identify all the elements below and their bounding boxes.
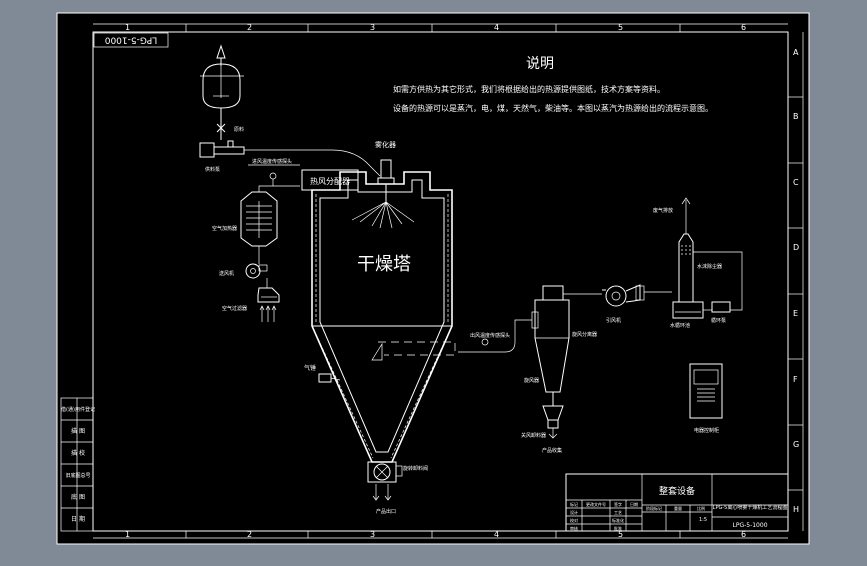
- row-letter: F: [793, 375, 798, 384]
- water-tank-label: 水循环池: [670, 322, 690, 329]
- role-cell: 工艺: [614, 510, 622, 515]
- header-cell: 日期: [630, 501, 638, 507]
- weight-label: 重量: [674, 505, 682, 511]
- role-cell: 批准: [614, 525, 622, 531]
- dryer-label: 干燥塔: [357, 254, 411, 275]
- left-strip-table: 借(通)用件登记 描 图 描 校 旧底图总号 底 图 日 期: [60, 397, 95, 532]
- air-filter: 空气过滤器: [222, 278, 280, 322]
- notes-line-2: 设备的热源可以是蒸汽，电，煤，天然气，柴油等。本图以蒸汽为热源给出的流程示意图。: [393, 103, 713, 113]
- role-cell: 设计: [570, 509, 578, 515]
- outer-frame: [56, 12, 810, 545]
- feed-label: 原料: [234, 126, 244, 133]
- header-cell: 签字: [614, 501, 622, 507]
- column-number: 6: [741, 23, 746, 32]
- exhaust-label: 废气排放: [653, 207, 673, 214]
- feed-pump-label: 供料泵: [205, 166, 220, 173]
- title-scale: 1:5: [699, 517, 707, 523]
- title-drawing-number: LPG-5-1000: [732, 522, 767, 529]
- sheet-background: [57, 13, 809, 544]
- column-number: 6: [741, 530, 746, 539]
- notes-title: 说明: [526, 56, 554, 72]
- role-cell: 标准化: [612, 517, 624, 523]
- induced-fan-label: 引风机: [606, 317, 621, 324]
- row-letter: H: [793, 505, 799, 514]
- pump-label: 循环泵: [711, 317, 726, 324]
- discharge-valve-label: 旋转卸料阀: [403, 465, 428, 472]
- column-number: 2: [247, 530, 252, 539]
- inlet-temp-sensor: 进风温度传感探头: [248, 158, 300, 186]
- control-cabinet-label: 电器控制柜: [694, 427, 719, 434]
- stage-label: 阶段标记: [646, 505, 662, 511]
- title-equipment: 整套设备: [659, 485, 695, 497]
- row-letter: G: [793, 440, 799, 449]
- row-letter: A: [793, 48, 799, 57]
- drawing-number-box: LPG-5-1000: [93, 32, 169, 48]
- product-out-label: 产品出口: [376, 508, 396, 515]
- column-number: 5: [618, 530, 623, 539]
- row-letter: B: [793, 112, 799, 121]
- discharger-label: 关风卸料器: [521, 432, 546, 439]
- title-block: 整套设备 LPG-5离心喷雾干燥机工艺流程图 LPG-5-1000 1:5 阶段…: [565, 473, 789, 532]
- header-cell: 标记: [570, 501, 578, 507]
- feed-pump: 供料泵: [199, 140, 381, 177]
- strip-label: 描 校: [71, 449, 85, 457]
- column-number: 1: [125, 23, 130, 32]
- strip-label: 旧底图总号: [65, 472, 90, 479]
- column-numbers-top: 1 2 3 4 5 6: [125, 23, 746, 32]
- column-number: 4: [494, 23, 499, 32]
- outlet-temp-sensor: 出风温度传感探头: [458, 319, 532, 353]
- strip-label: 日 期: [71, 515, 85, 523]
- inner-frame: [92, 31, 789, 532]
- column-numbers-bottom: 1 2 3 4 5 6: [125, 530, 746, 539]
- product-label: 产品收集: [542, 447, 562, 454]
- column-number: 4: [494, 530, 499, 539]
- feed-line: [244, 149, 381, 177]
- header-cell: 更改文件号: [586, 501, 606, 507]
- heater-label: 空气加热器: [212, 225, 237, 232]
- strip-label: 借(通)用件登记: [61, 406, 95, 413]
- role-cell: 校对: [570, 517, 578, 523]
- wet-scrubber: 废气排放 水沫除尘器 水循环池 循环泵: [653, 197, 743, 329]
- outlet-temp-label: 出风温度传感探头: [470, 332, 510, 339]
- induced-fan: 引风机: [602, 284, 672, 324]
- strip-label: 底 图: [71, 493, 85, 501]
- column-number: 2: [247, 23, 252, 32]
- role-cell: 审核: [570, 525, 578, 531]
- air-hammer-label: 气锤: [304, 364, 316, 372]
- row-letter: D: [793, 243, 799, 252]
- column-number: 5: [618, 23, 623, 32]
- air-heater: 空气加热器: [212, 185, 300, 247]
- row-letter: E: [793, 309, 798, 318]
- cyclone-label: 旋风分离器: [572, 331, 597, 338]
- scrubber-label: 水沫除尘器: [697, 263, 722, 270]
- column-number: 3: [370, 23, 375, 32]
- notes-block: 说明 如需方供热为其它形式，我们将根据给出的热源提供图纸，技术方案等资料。 设备…: [393, 56, 713, 113]
- cyclone-separator: 旋风分离器 旋风器 关风卸料器 产品收集: [521, 285, 602, 454]
- distributor-label: 热风分配器: [310, 176, 350, 186]
- air-hammer: 气锤: [304, 364, 341, 383]
- cyclone-body-label: 旋风器: [524, 377, 539, 384]
- row-letters: A B C D E F G H: [793, 48, 799, 514]
- column-number: 1: [125, 530, 130, 539]
- atomizer: 雾化器: [351, 140, 415, 229]
- rotary-discharge-valve: 旋转卸料阀 产品出口: [367, 461, 428, 515]
- inlet-temp-label: 进风温度传感探头: [252, 158, 292, 165]
- title-drawing-name: LPG-5离心喷雾干燥机工艺流程图: [713, 504, 788, 511]
- drawing-number-rotated: LPG-5-1000: [104, 35, 157, 45]
- fan-in-label: 送风机: [219, 270, 234, 277]
- hot-air-duct: [258, 185, 300, 192]
- notes-line-1: 如需方供热为其它形式，我们将根据给出的热源提供图纸，技术方案等资料。: [393, 84, 665, 94]
- feed-tank: 原料: [200, 44, 244, 140]
- zone-dividers: [93, 23, 804, 539]
- control-cabinet: 电器控制柜: [689, 363, 723, 434]
- atomizer-label: 雾化器: [375, 140, 396, 149]
- strip-label: 描 图: [71, 427, 85, 435]
- row-letter: C: [793, 178, 799, 187]
- air-filter-label: 空气过滤器: [222, 305, 247, 312]
- inlet-fan: 送风机: [219, 246, 268, 279]
- column-number: 3: [370, 530, 375, 539]
- ratio-label: 比例: [697, 505, 705, 511]
